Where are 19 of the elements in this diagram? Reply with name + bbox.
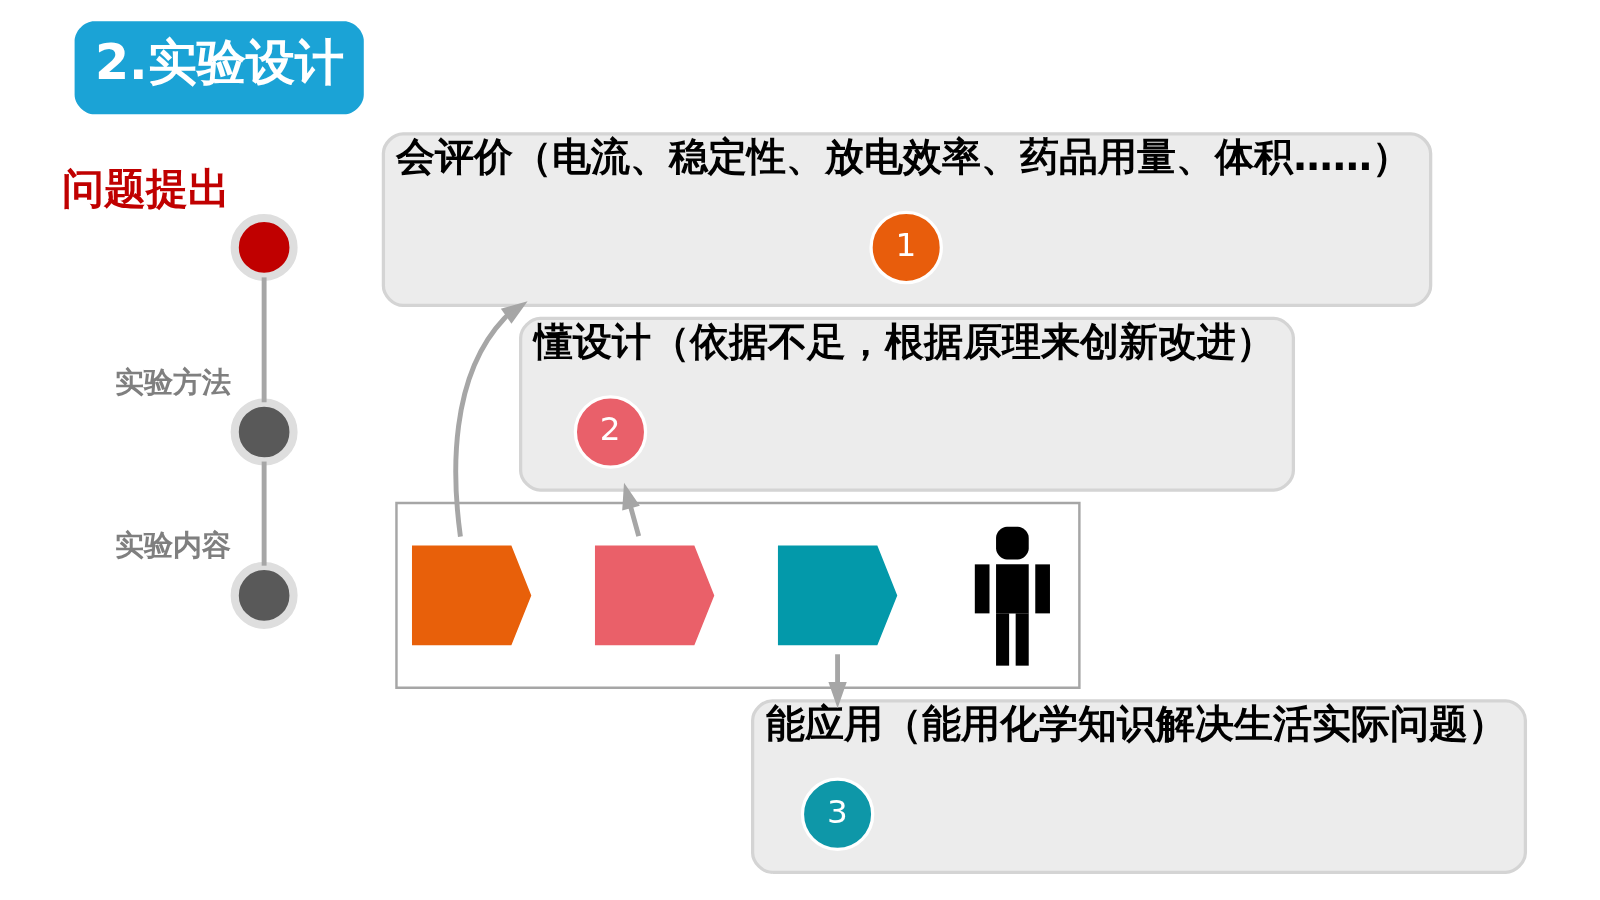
node-chevron <box>412 545 532 646</box>
node-label: 实验内容 <box>115 528 232 563</box>
node-circle: 3 <box>800 777 875 852</box>
arrow <box>453 301 528 537</box>
node-circle <box>230 561 298 629</box>
node-chevron <box>594 545 715 646</box>
cluster <box>395 501 1081 689</box>
arrow <box>828 654 847 709</box>
node-label: 实验方法 <box>115 364 232 399</box>
node-circle: 2 <box>573 395 648 469</box>
arrow <box>622 482 642 537</box>
node-circle: 1 <box>869 210 943 285</box>
connector <box>261 461 267 566</box>
node-chevron <box>777 545 898 646</box>
node-circle <box>230 398 298 466</box>
connector <box>261 277 267 403</box>
node-label: 问题提出 <box>61 163 230 213</box>
node-circle <box>230 213 298 281</box>
diagram-title: 2.实验设计 <box>95 34 344 92</box>
